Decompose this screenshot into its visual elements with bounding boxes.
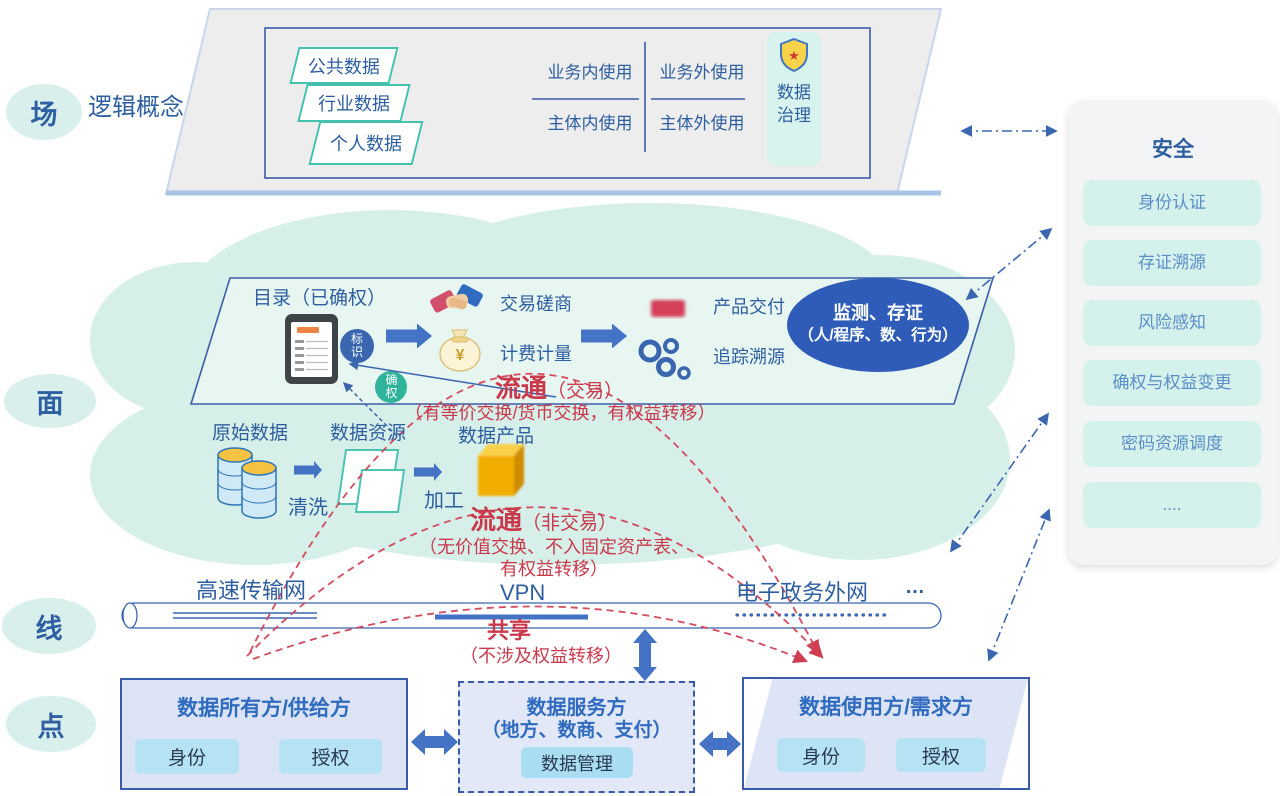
arrow-process <box>414 463 442 481</box>
service-chip-management: 数据管理 <box>521 747 633 778</box>
nontrade-word: 流通 <box>470 505 523 535</box>
confirm-badge-label: 确权 <box>385 373 398 400</box>
rail-label: 面 <box>36 388 64 419</box>
metering-label: 计费计量 <box>500 344 572 364</box>
egov-label: 电子政务外网 <box>736 580 869 605</box>
trade-circulation-label: 流通（交易） <box>495 373 624 404</box>
sheets-icon <box>336 449 406 513</box>
handshake-icon <box>430 284 483 313</box>
trace-chain-icon <box>638 338 691 380</box>
clean-label: 清洗 <box>288 497 328 519</box>
service-subtitle: （地方、数商、支付） <box>481 720 672 741</box>
nontrade-note2: 有权益转移） <box>500 559 608 579</box>
security-item-evidence: 存证溯源 <box>1083 240 1261 286</box>
rail-item-point: 点 <box>6 696 96 752</box>
concept-label: 逻辑概念 <box>88 94 184 121</box>
security-title: 安全 <box>1152 138 1194 161</box>
nontrade-circulation-label: 流通（非交易） <box>470 505 618 536</box>
more-dots: … <box>905 576 925 598</box>
rail-label: 场 <box>30 99 58 130</box>
highspeed-label: 高速传输网 <box>196 578 307 603</box>
product-mark <box>651 300 685 317</box>
delivery-label: 产品交付 <box>713 297 785 317</box>
security-item-crypto: 密码资源调度 <box>1083 421 1261 467</box>
owner-chip-identity: 身份 <box>135 739 239 774</box>
catalog-tablet-icon <box>285 314 338 384</box>
trade-word: 流通 <box>495 373 548 403</box>
vpn-label: VPN <box>500 580 546 605</box>
security-links <box>949 125 1058 662</box>
owner-box: 数据所有方/供给方 身份 授权 <box>120 678 408 790</box>
trace-label: 追踪溯源 <box>713 347 785 367</box>
security-item-more: .... <box>1083 482 1261 528</box>
service-box: 数据服务方 （地方、数商、支付） 数据管理 <box>458 681 695 793</box>
confirm-badge-circle <box>375 371 407 403</box>
matrix-tl: 业务内使用 <box>547 63 633 82</box>
matrix-br: 主体外使用 <box>659 114 745 133</box>
rail-label: 点 <box>37 711 65 742</box>
tag-badge-circle <box>340 329 374 363</box>
arrow-pipe-service <box>633 629 657 681</box>
monitor-line2: （人/程序、数、行为） <box>798 327 958 344</box>
arrow-metering-to-delivery <box>581 323 627 349</box>
arrow-service-user <box>699 731 741 757</box>
security-item-auth: 身份认证 <box>1083 180 1261 226</box>
governance-chip: ★ 数据治理 <box>767 32 821 166</box>
database-icon <box>217 447 277 519</box>
service-title: 数据服务方 <box>526 697 627 719</box>
product-label: 数据产品 <box>458 426 535 447</box>
confirm-arrow-dashed <box>342 381 398 437</box>
rail-label: 线 <box>35 613 63 644</box>
raw-data-label: 原始数据 <box>212 423 289 444</box>
tag-badge-label: 标识 <box>350 332 363 359</box>
share-label: 共享 <box>487 618 532 643</box>
matrix-tr: 业务外使用 <box>659 63 745 82</box>
rail-item-plane: 面 <box>4 374 96 428</box>
negotiation-label: 交易磋商 <box>500 294 572 314</box>
matrix-bl: 主体内使用 <box>547 114 633 133</box>
cube-icon <box>478 444 524 496</box>
resource-label: 数据资源 <box>330 423 407 444</box>
share-note: （不涉及权益转移） <box>460 646 622 666</box>
scene-parallelogram <box>164 8 943 196</box>
catalog-label: 目录（已确权） <box>253 288 387 309</box>
svg-text:★: ★ <box>788 48 800 63</box>
monitor-ellipse <box>787 278 969 372</box>
rail-item-line: 线 <box>2 598 96 654</box>
user-box: 数据使用方/需求方 身份 授权 <box>742 677 1030 790</box>
trade-note: （有等价交换/货币交换，有权益转移） <box>404 403 716 423</box>
governance-label: 数据治理 <box>777 83 811 125</box>
monitor-line1: 监测、存证 <box>833 303 923 323</box>
moneybag-icon: ¥ <box>439 329 481 372</box>
arrow-owner-service <box>411 729 458 755</box>
owner-chip-authorize: 授权 <box>279 739 382 774</box>
trade-mode: （交易） <box>547 381 624 402</box>
owner-title: 数据所有方/供给方 <box>177 697 351 720</box>
network-pipe <box>121 602 942 629</box>
chip-label: 公共数据 <box>308 56 380 77</box>
svg-text:¥: ¥ <box>456 347 465 364</box>
scene-chip-personal: 个人数据 <box>308 121 424 165</box>
security-item-risk: 风险感知 <box>1083 300 1261 346</box>
user-chip-identity: 身份 <box>777 738 865 772</box>
nontrade-mode: （非交易） <box>522 513 618 534</box>
user-chip-authorize: 授权 <box>896 738 986 772</box>
chip-label: 个人数据 <box>330 134 402 154</box>
user-title: 数据使用方/需求方 <box>799 696 973 719</box>
nontrade-note1: （无价值交换、不入固定资产表、 <box>419 537 689 557</box>
arrow-catalog-to-negotiation <box>386 323 432 349</box>
arrow-clean <box>294 461 322 479</box>
circulation-arcs <box>246 372 824 663</box>
shield-icon: ★ <box>780 37 808 73</box>
scene-chip-industry: 行业数据 <box>297 84 411 122</box>
security-item-rights: 确权与权益变更 <box>1083 360 1261 406</box>
process-label: 加工 <box>424 490 464 512</box>
chip-label: 行业数据 <box>318 94 390 114</box>
scene-chip-public: 公共数据 <box>289 47 399 84</box>
confirm-arrow-solid <box>348 360 557 398</box>
rail-item-scene: 场 <box>6 84 82 140</box>
